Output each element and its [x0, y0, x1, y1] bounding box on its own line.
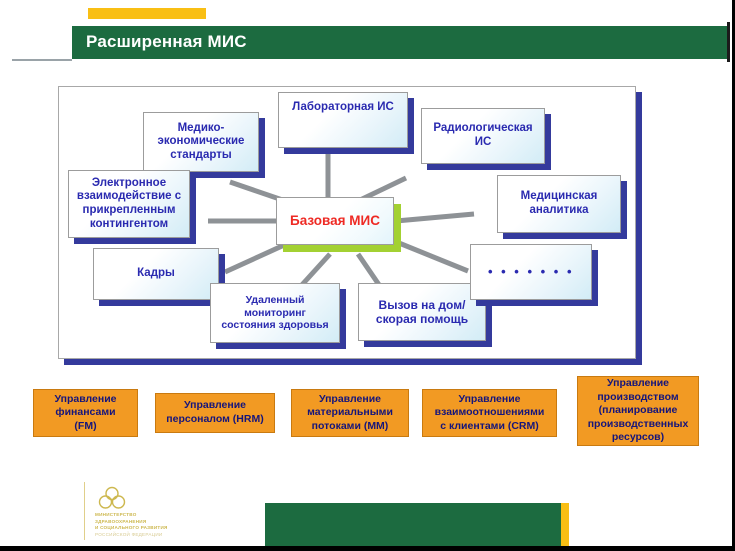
node-center-label: Базовая МИС: [276, 197, 394, 245]
header-left-rule: [12, 59, 72, 61]
header-right-edge: [727, 22, 730, 62]
node-center[interactable]: Базовая МИС: [276, 197, 401, 252]
node-more[interactable]: • • • • • • •: [470, 244, 598, 306]
node-monitoring[interactable]: Удаленный мониторинг состояния здоровья: [210, 283, 346, 349]
module-mm[interactable]: Управление материальными потоками (MM): [291, 389, 409, 437]
node-more-label: • • • • • • •: [470, 244, 592, 300]
node-house-call-label: Вызов на дом/ скорая помощь: [358, 283, 486, 341]
node-house-call[interactable]: Вызов на дом/ скорая помощь: [358, 283, 492, 347]
footer-green-bar: [265, 503, 561, 546]
ministry-logo-line4: РОССИЙСКОЙ ФЕДЕРАЦИИ: [95, 531, 163, 537]
node-mes-label: Медико- экономические стандарты: [143, 112, 259, 172]
module-crm[interactable]: Управление взаимоотношениями с клиентами…: [422, 389, 557, 437]
node-hr-label: Кадры: [93, 248, 219, 300]
node-monitoring-label: Удаленный мониторинг состояния здоровья: [210, 283, 340, 343]
node-e-interaction-label: Электронное взаимодействие с прикрепленн…: [68, 170, 190, 238]
header-bar: [72, 26, 727, 59]
node-ris-label: Радиологическая ИС: [421, 108, 545, 164]
node-analytics-label: Медицинская аналитика: [497, 175, 621, 233]
module-mrp[interactable]: Управление производством (планирование п…: [577, 376, 699, 446]
node-ris[interactable]: Радиологическая ИС: [421, 108, 551, 170]
ministry-logo-line1: МИНИСТЕРСТВО: [95, 512, 137, 517]
header-accent-bar: [88, 8, 206, 19]
node-analytics[interactable]: Медицинская аналитика: [497, 175, 627, 239]
node-hr[interactable]: Кадры: [93, 248, 225, 306]
node-mes[interactable]: Медико- экономические стандарты: [143, 112, 265, 178]
module-hrm[interactable]: Управление персоналом (HRM): [155, 393, 275, 433]
page-title: Расширенная МИС: [86, 32, 247, 51]
footer-yellow-accent: [561, 503, 569, 546]
node-e-interaction[interactable]: Электронное взаимодействие с прикрепленн…: [68, 170, 196, 244]
ministry-logo-line3: И СОЦИАЛЬНОГО РАЗВИТИЯ: [95, 525, 168, 531]
module-fm[interactable]: Управление финансами (FM): [33, 389, 138, 437]
ministry-emblem-icon: [98, 486, 126, 509]
node-lis-label: Лабораторная ИС: [278, 92, 408, 148]
ministry-logo-line2: ЗДРАВООХРАНЕНИЯ: [95, 518, 147, 524]
footer-divider: [84, 482, 85, 540]
ministry-logo-text: МИНИСТЕРСТВО ЗДРАВООХРАНЕНИЯ И СОЦИАЛЬНО…: [95, 512, 245, 538]
node-lis[interactable]: Лабораторная ИС: [278, 92, 414, 154]
